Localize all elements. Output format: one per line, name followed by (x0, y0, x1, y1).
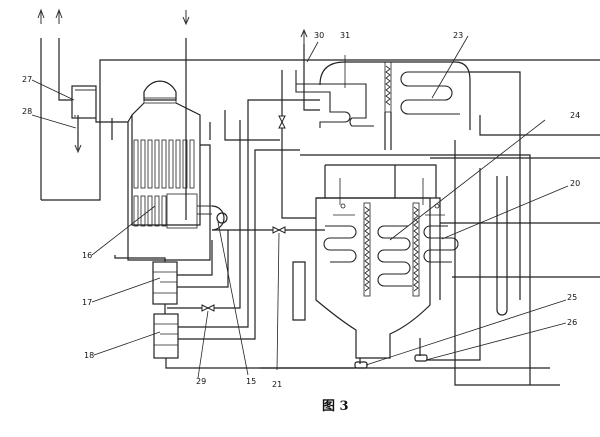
valve-21 (212, 226, 325, 371)
label-16: 16 (82, 251, 92, 260)
label-29: 29 (196, 377, 206, 386)
label-26: 26 (567, 318, 577, 327)
coil-20 (423, 185, 569, 263)
generator-vessel (95, 80, 212, 261)
divider-column (384, 61, 392, 150)
coil-23 (400, 35, 470, 115)
burner-16 (133, 193, 212, 229)
upper-fins (133, 139, 195, 189)
chamber-31 (295, 55, 471, 130)
pump-15 (211, 205, 249, 376)
left-pipes (37, 8, 600, 201)
heat-exchanger-27 (71, 85, 97, 119)
pump-26 (414, 300, 567, 362)
labels: 27 28 30 31 23 24 20 16 17 18 29 15 21 2… (22, 31, 580, 389)
mesh-column-right (412, 202, 420, 297)
heat-exchanger-17 (152, 261, 178, 305)
label-24: 24 (570, 111, 580, 120)
label-20: 20 (570, 179, 580, 188)
vent-pipe-30 (300, 28, 320, 111)
label-30: 30 (314, 31, 324, 40)
label-21: 21 (272, 380, 282, 389)
main-tank (315, 164, 445, 359)
label-18: 18 (84, 351, 94, 360)
valve-29 (167, 120, 241, 379)
label-27: 27 (22, 75, 32, 84)
label-15: 15 (246, 377, 256, 386)
label-25: 25 (567, 293, 577, 302)
mesh-column-left (363, 202, 371, 297)
coil-left (323, 225, 357, 263)
coil-24 (377, 119, 546, 287)
label-31: 31 (340, 31, 350, 40)
valve-upper (278, 70, 316, 219)
top-center-pipe (182, 10, 190, 220)
figure-caption: 图 3 (322, 399, 349, 414)
heat-exchanger-18 (153, 313, 179, 359)
pump-25 (354, 299, 567, 369)
label-28: 28 (22, 107, 32, 116)
label-17: 17 (82, 298, 92, 307)
label-23: 23 (453, 31, 463, 40)
